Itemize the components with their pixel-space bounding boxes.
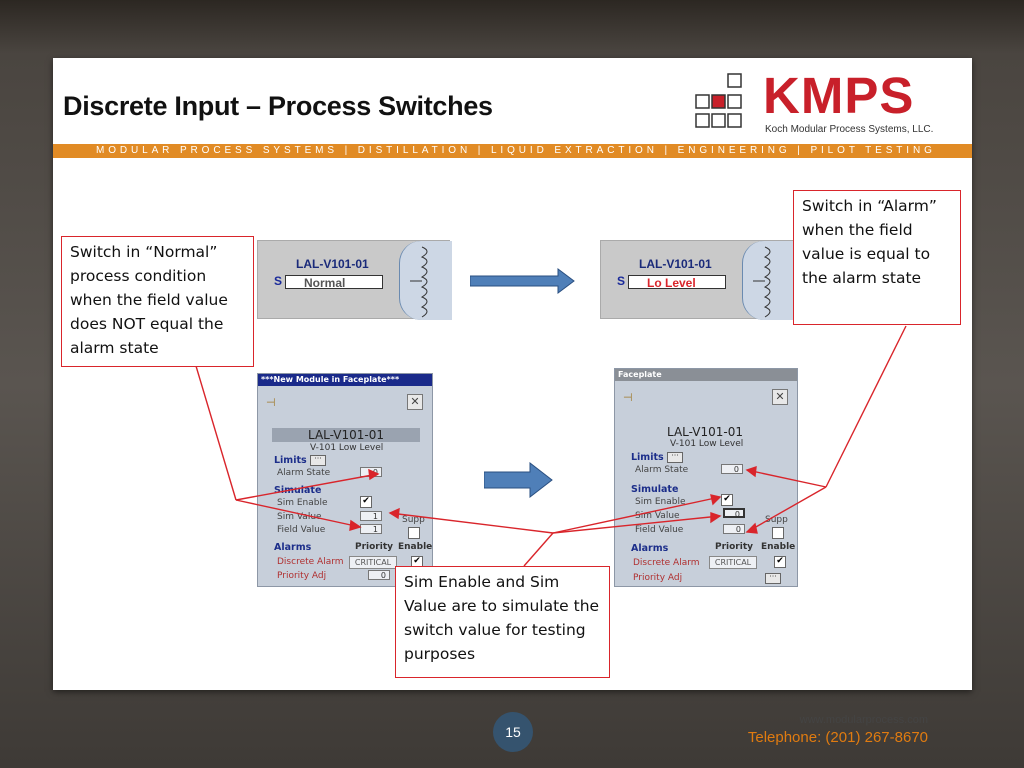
module-description: V-101 Low Level — [670, 439, 744, 449]
supp-label: Supp — [402, 515, 425, 525]
tagline-band: MODULAR PROCESS SYSTEMS | DISTILLATION |… — [53, 144, 972, 158]
switch-value: Normal — [285, 275, 383, 290]
pin-icon[interactable]: ⊣ — [266, 396, 276, 409]
limits-label: Limits — [631, 452, 664, 463]
priority-header: Priority — [355, 542, 393, 552]
switch-alarm-graphic: LAL-V101-01 S Lo Level — [600, 240, 795, 320]
logo-name: KMPS — [763, 67, 915, 124]
discrete-alarm-enable-checkbox[interactable]: ✔ — [774, 556, 786, 568]
sim-enable-checkbox[interactable]: ✔ — [360, 496, 372, 508]
enable-header: Enable — [398, 542, 433, 552]
alarm-state-label: Alarm State — [635, 465, 689, 475]
discrete-alarm-label: Discrete Alarm — [633, 558, 700, 568]
sim-value-field[interactable]: 1 — [360, 511, 382, 521]
switch-s-label: S — [617, 274, 626, 288]
supp-checkbox[interactable] — [408, 527, 420, 539]
tank-icon — [399, 241, 452, 320]
right-arrow-icon — [470, 268, 575, 294]
simulate-label: Simulate — [274, 485, 322, 496]
telephone-text: Telephone: (201) 267-8670 — [747, 729, 928, 746]
field-value-label: Field Value — [635, 525, 684, 535]
callout-sim: Sim Enable and Sim Value are to simulate… — [395, 566, 610, 678]
alarms-label: Alarms — [631, 543, 669, 554]
close-icon[interactable]: ✕ — [407, 394, 423, 410]
module-name: LAL-V101-01 — [667, 425, 743, 439]
page-number-badge: 15 — [493, 712, 533, 752]
priority-header: Priority — [715, 542, 753, 552]
sim-enable-label: Sim Enable — [277, 498, 328, 508]
module-description: V-101 Low Level — [310, 443, 384, 453]
priority-adj-label: Priority Adj — [633, 573, 683, 583]
switch-value: Lo Level — [628, 275, 726, 290]
pin-icon[interactable]: ⊣ — [623, 391, 633, 404]
alarms-label: Alarms — [274, 542, 312, 553]
supp-checkbox[interactable] — [772, 527, 784, 539]
slide-title: Discrete Input – Process Switches — [63, 91, 493, 121]
switch-tag: LAL-V101-01 — [639, 257, 712, 271]
switch-tag: LAL-V101-01 — [296, 257, 369, 271]
sim-enable-label: Sim Enable — [635, 497, 686, 507]
logo-grid-icon — [695, 73, 742, 128]
priority-adj-field[interactable]: 0 — [368, 570, 390, 580]
limits-button[interactable]: ··· — [310, 455, 326, 466]
close-icon[interactable]: ✕ — [772, 389, 788, 405]
alarm-state-label: Alarm State — [277, 468, 331, 478]
limits-label: Limits — [274, 455, 307, 466]
module-name: LAL-V101-01 — [272, 428, 420, 442]
priority-adj-button[interactable]: ··· — [765, 573, 781, 584]
simulate-label: Simulate — [631, 484, 679, 495]
field-value-field: 1 — [360, 524, 382, 534]
kmps-logo: KMPS Koch Modular Process Systems, LLC. — [694, 67, 944, 135]
enable-header: Enable — [761, 542, 796, 552]
limits-button[interactable]: ··· — [667, 452, 683, 463]
supp-label: Supp — [765, 515, 788, 525]
faceplate-left: ***New Module in Faceplate*** ⊣ ✕ LAL-V1… — [257, 373, 433, 587]
discrete-alarm-priority: CRITICAL — [709, 556, 757, 569]
website-text: www.modularprocess.com — [799, 714, 928, 726]
sim-value-field[interactable]: 0 — [723, 508, 745, 519]
logo-subtitle: Koch Modular Process Systems, LLC. — [765, 124, 934, 135]
field-value-field: 0 — [723, 524, 745, 534]
sim-enable-checkbox[interactable]: ✔ — [721, 494, 733, 506]
alarm-state-field[interactable]: 0 — [721, 464, 743, 474]
discrete-alarm-label: Discrete Alarm — [277, 557, 344, 567]
tank-icon — [742, 241, 795, 320]
callout-normal: Switch in “Normal” process condition whe… — [61, 236, 254, 367]
faceplate-right: Faceplate ⊣ ✕ LAL-V101-01 V-101 Low Leve… — [614, 368, 798, 587]
switch-s-label: S — [274, 274, 283, 288]
sim-value-label: Sim Value — [635, 511, 680, 521]
faceplate-title-bar: ***New Module in Faceplate*** — [258, 374, 432, 386]
switch-normal-graphic: LAL-V101-01 S Normal — [257, 240, 452, 320]
discrete-alarm-priority: CRITICAL — [349, 556, 397, 569]
field-value-label: Field Value — [277, 525, 326, 535]
priority-adj-label: Priority Adj — [277, 571, 327, 581]
sim-value-label: Sim Value — [277, 512, 322, 522]
right-arrow-icon — [484, 462, 553, 498]
faceplate-title-bar: Faceplate — [615, 369, 797, 381]
callout-alarm: Switch in “Alarm” when the field value i… — [793, 190, 961, 325]
